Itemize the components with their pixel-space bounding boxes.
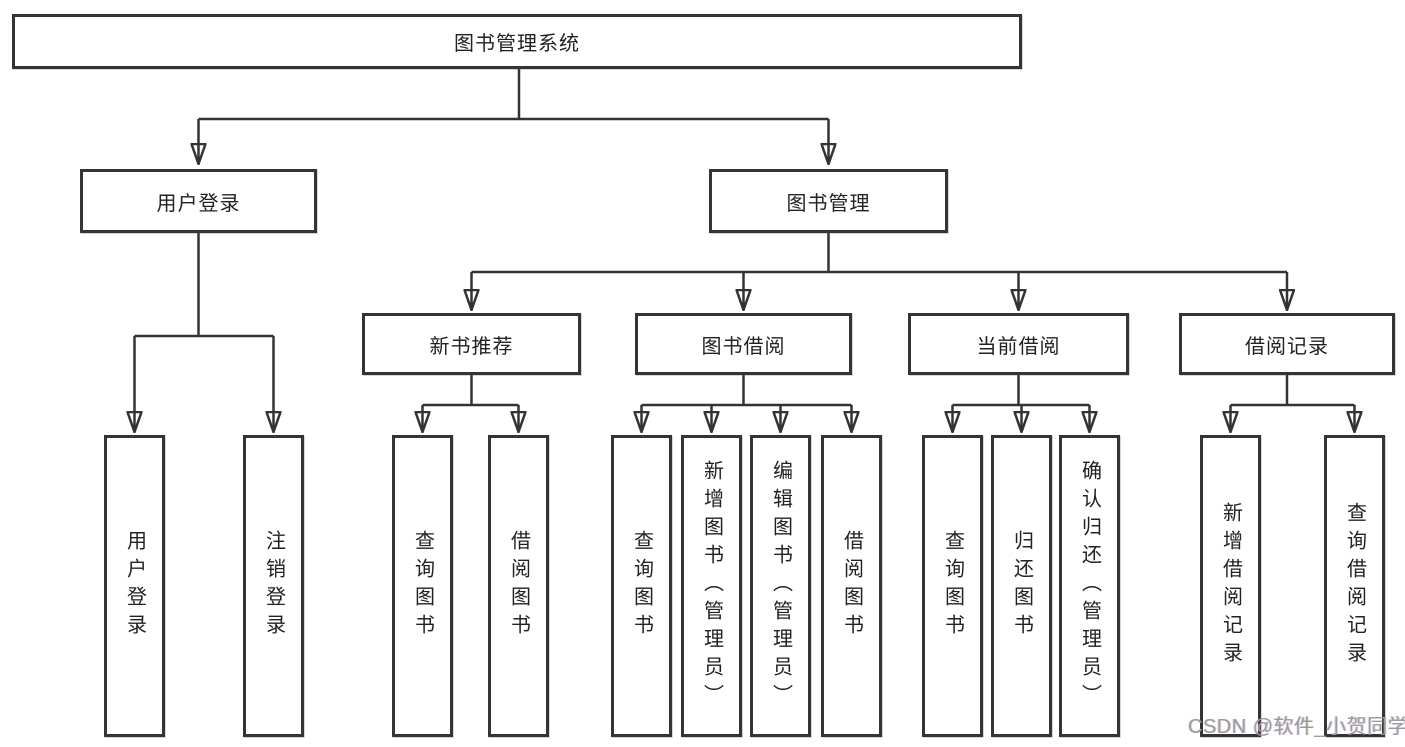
leaf-add-book-admin: 新增图书（管理员） (681, 435, 742, 737)
node-book-borrow: 图书借阅 (635, 313, 852, 375)
node-label: 图书管理系统 (454, 33, 580, 55)
edges-current-borrow (953, 375, 1090, 432)
leaf-add-borrow-record: 新增借阅记录 (1200, 435, 1261, 737)
leaf-borrow-books-2: 借阅图书 (821, 435, 882, 737)
edges-root (199, 69, 829, 164)
edges-new-book-recommend (423, 375, 519, 432)
node-current-borrow: 当前借阅 (908, 313, 1129, 375)
leaf-query-borrow-record: 查询借阅记录 (1324, 435, 1385, 737)
leaf-query-books-3: 查询图书 (922, 435, 983, 737)
edges-user-login (135, 233, 274, 432)
node-label: 归还图书 (1010, 530, 1033, 642)
node-label: 当前借阅 (976, 335, 1061, 358)
node-label: 图书借阅 (701, 335, 786, 358)
node-label: 借阅记录 (1245, 335, 1329, 358)
node-label: 新增借阅记录 (1219, 502, 1242, 670)
node-borrow-record: 借阅记录 (1179, 313, 1395, 375)
node-library-system: 图书管理系统 (12, 14, 1022, 69)
node-label: 查询图书 (411, 530, 434, 642)
node-label: 用户登录 (156, 192, 241, 215)
node-user-login: 用户登录 (80, 169, 317, 233)
node-label: 借阅图书 (840, 530, 863, 642)
node-label: 用户登录 (123, 530, 146, 642)
node-label: 查询借阅记录 (1343, 502, 1366, 670)
leaf-query-books-2: 查询图书 (611, 435, 672, 737)
csdn-watermark: CSDN @软件_小贺同学 (1188, 716, 1405, 738)
leaf-edit-book-admin: 编辑图书（管理员） (750, 435, 811, 737)
node-label: 图书管理 (786, 192, 871, 215)
leaf-query-books-1: 查询图书 (392, 435, 453, 737)
node-label: 新书推荐 (429, 335, 514, 358)
node-label: 注销登录 (262, 530, 285, 642)
edges-borrow-record (1231, 375, 1355, 432)
node-label: 确认归还（管理员） (1078, 460, 1101, 712)
node-label: 新增图书（管理员） (700, 460, 723, 712)
edges-book-management (472, 233, 1288, 310)
node-label: 编辑图书（管理员） (769, 460, 792, 712)
leaf-logout-login: 注销登录 (243, 435, 304, 737)
node-book-management: 图书管理 (709, 169, 948, 233)
node-label: 查询图书 (941, 530, 964, 642)
node-label: 查询图书 (630, 530, 653, 642)
node-new-book-recommend: 新书推荐 (362, 313, 581, 375)
node-label: 借阅图书 (507, 530, 530, 642)
edges-book-borrow (642, 375, 852, 432)
leaf-user-login: 用户登录 (104, 435, 165, 737)
leaf-borrow-books-1: 借阅图书 (488, 435, 549, 737)
leaf-confirm-return-admin: 确认归还（管理员） (1059, 435, 1120, 737)
leaf-return-book: 归还图书 (991, 435, 1052, 737)
